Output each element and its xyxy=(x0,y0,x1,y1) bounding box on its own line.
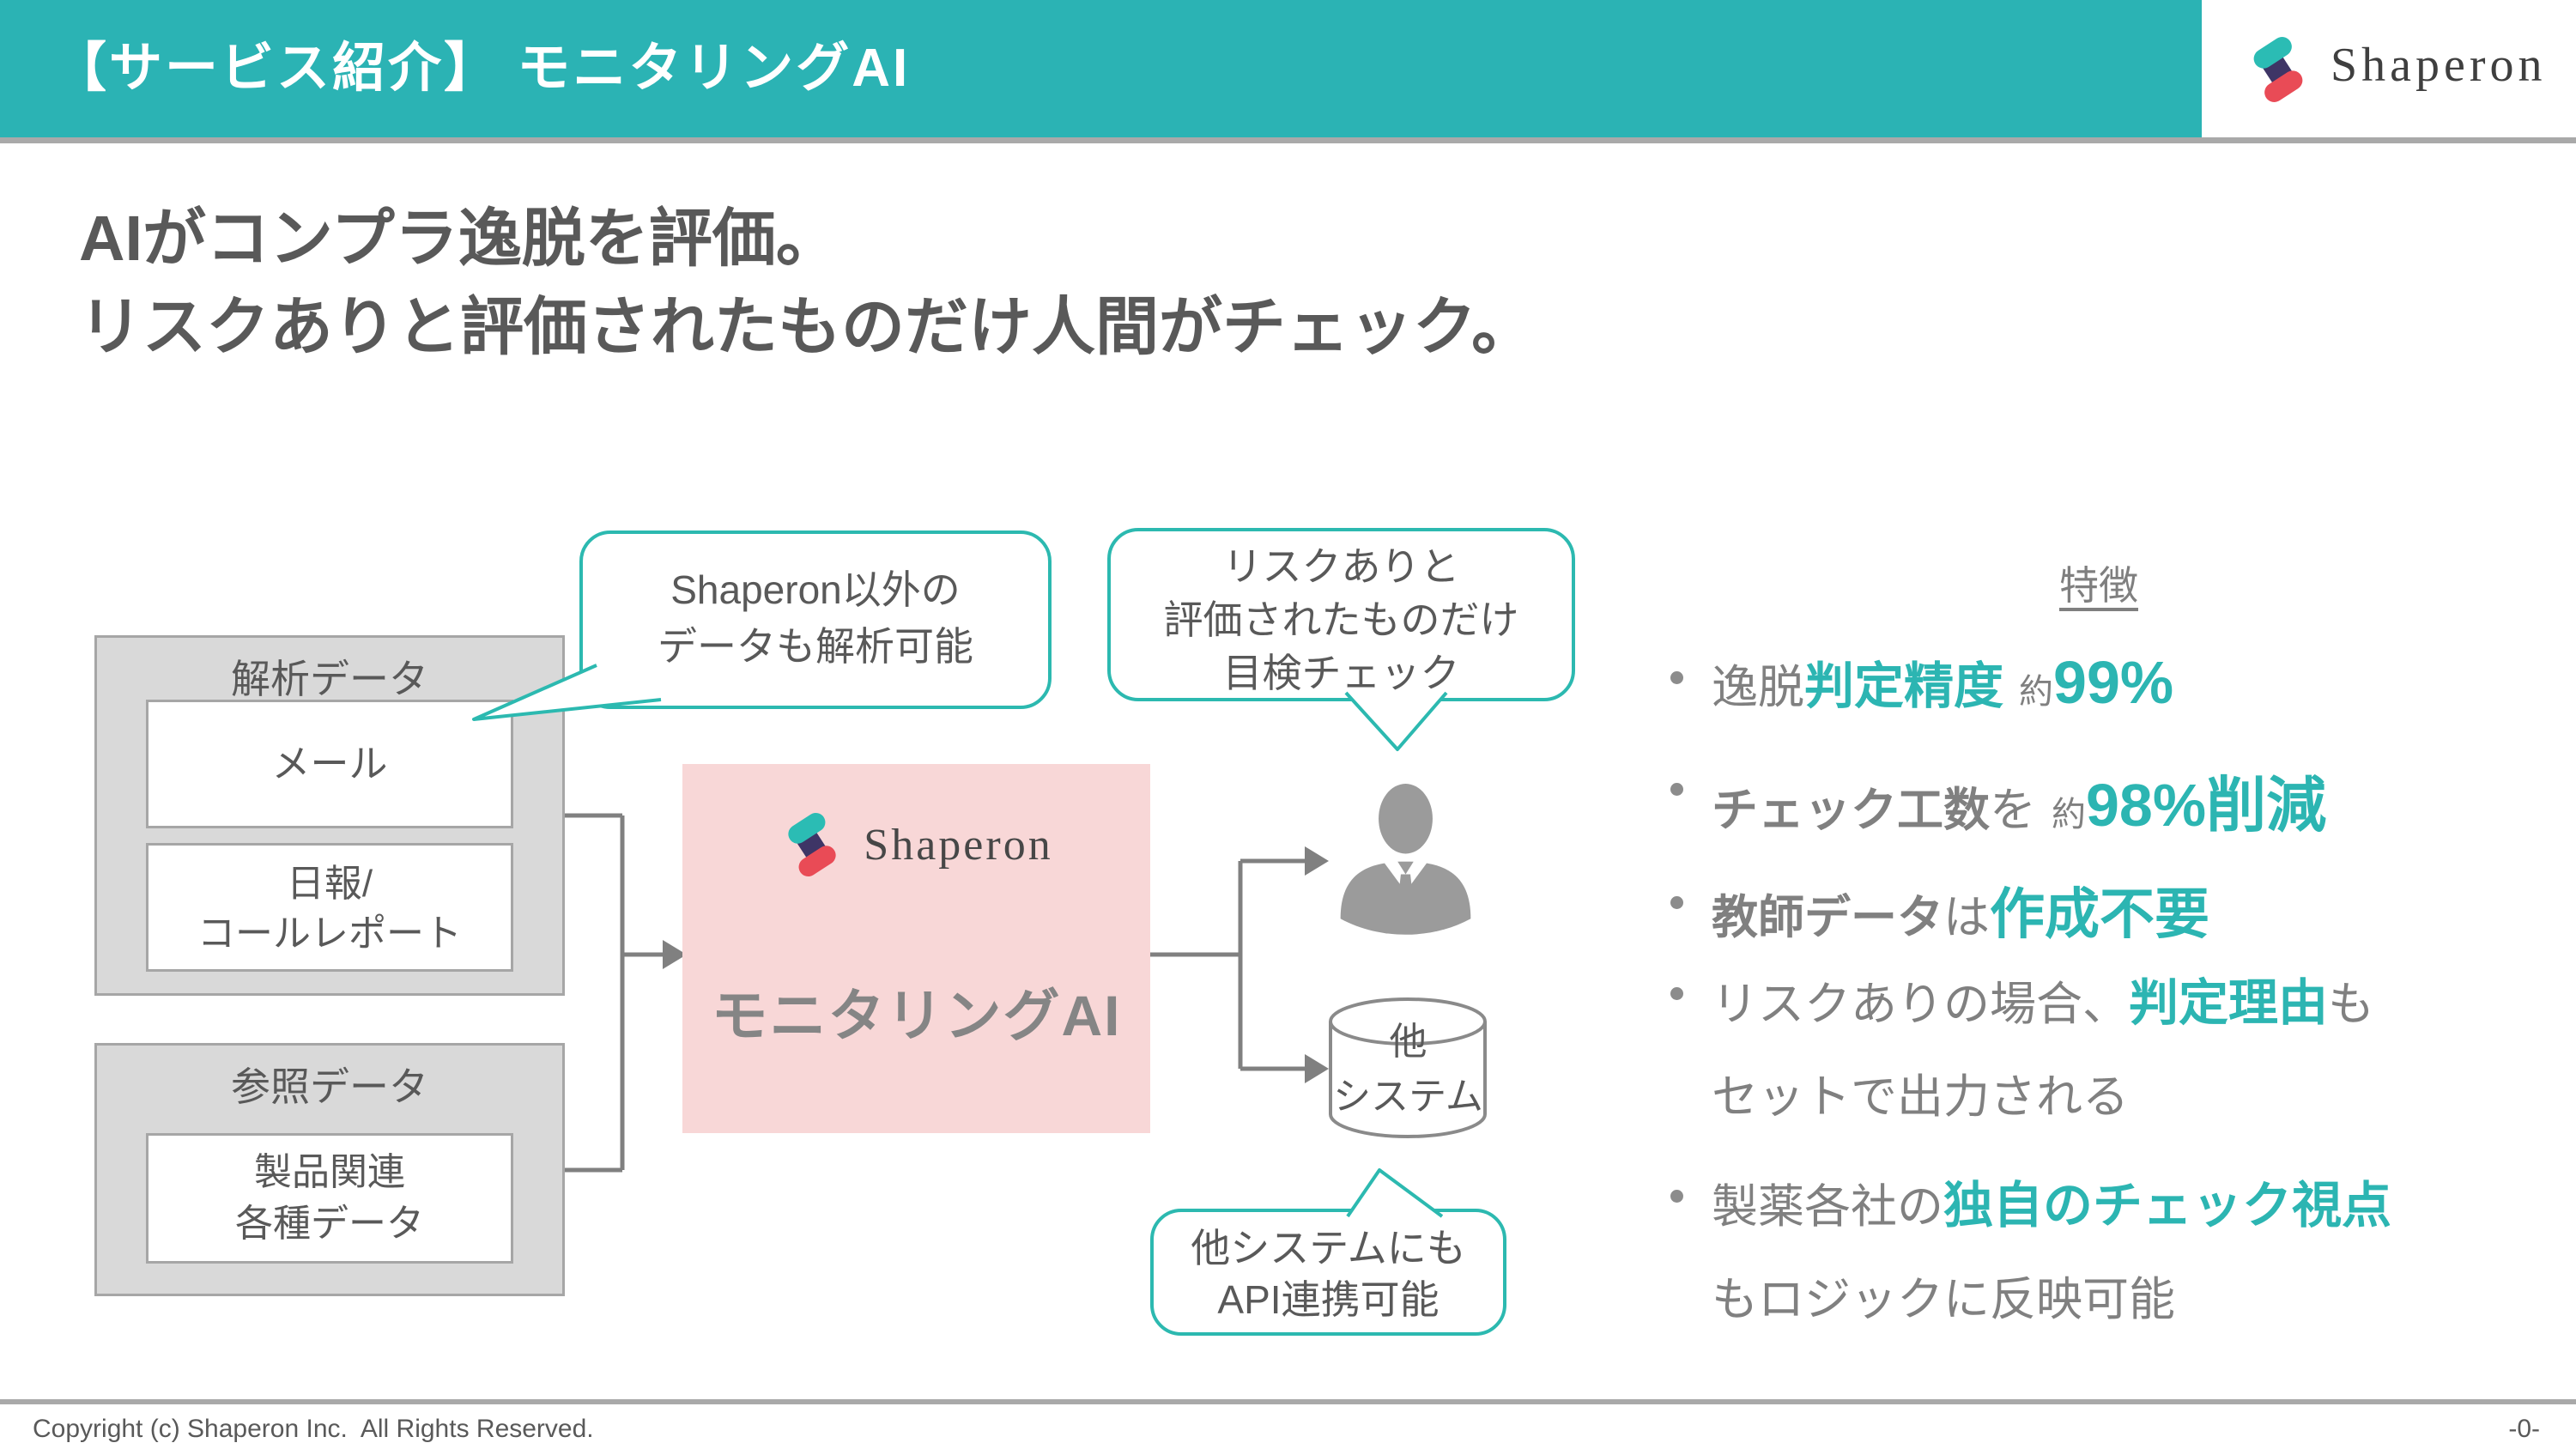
header-logo-area: Shaperon xyxy=(2202,0,2576,137)
shaperon-logo-text: Shaperon xyxy=(2331,39,2547,92)
monitoring-ai-label: モニタリングAI xyxy=(711,984,1122,1047)
header-divider xyxy=(0,137,2576,143)
slide-header-title: 【サービス紹介】 モニタリングAI xyxy=(53,39,911,98)
analysis-item-report: 日報/ コールレポート xyxy=(146,843,513,972)
feature-judgment-reason: リスクありの場合、判定理由も セットで出力される xyxy=(1665,958,2575,1143)
header-bar: 【サービス紹介】 モニタリングAI xyxy=(0,0,2202,137)
bubble-risk-tail xyxy=(1344,691,1448,751)
page-number: -0- xyxy=(2508,1415,2540,1443)
bubble-api-tail xyxy=(1346,1168,1444,1218)
features-title: 特徴 xyxy=(2059,563,2138,608)
shaperon-logo-icon xyxy=(788,812,836,877)
bubble-risk: リスクありと 評価されたものだけ 目検チェック xyxy=(1107,528,1575,701)
bullet-dot xyxy=(1670,987,1683,1000)
bullet-dot xyxy=(1670,783,1683,796)
analysis-data-box: 解析データ メール 日報/ コールレポート xyxy=(94,635,565,996)
reference-data-box: 参照データ 製品関連 各種データ xyxy=(94,1043,565,1296)
analysis-item-mail: メール xyxy=(146,700,513,828)
ai-box-logo: Shaperon xyxy=(682,798,1150,891)
reference-data-title: 参照データ xyxy=(231,1064,428,1109)
shaperon-logo-icon xyxy=(2253,37,2303,102)
database-cylinder-icon xyxy=(1329,997,1487,1138)
reference-item-product: 製品関連 各種データ xyxy=(146,1133,513,1264)
monitoring-ai-box: Shaperon モニタリングAI xyxy=(682,764,1150,1133)
page-title-line1: AIがコンプラ逸脱を評価。 xyxy=(79,203,839,274)
bullet-dot xyxy=(1670,671,1683,684)
analysis-data-title: 解析データ xyxy=(231,657,428,701)
page-title: AIがコンプラ逸脱を評価。 リスクありと評価されたものだけ人間がチェック。 xyxy=(79,194,1535,371)
person-icon xyxy=(1340,784,1471,935)
bubble-api: 他システムにも API連携可能 xyxy=(1150,1209,1506,1336)
feature-custom-check: 製薬各社の独自のチェック視点 もロジックに反映可能 xyxy=(1665,1161,2575,1346)
ai-box-logo-text: Shaperon xyxy=(864,820,1053,870)
bullet-dot xyxy=(1670,1190,1683,1203)
bubble-analysis: Shaperon以外の データも解析可能 xyxy=(579,530,1052,709)
footer-divider xyxy=(0,1399,2576,1404)
copyright-text: Copyright (c) Shaperon Inc. All Rights R… xyxy=(33,1415,594,1443)
feature-training-data: 教師データは作成不要 xyxy=(1665,870,2575,949)
page-title-line2: リスクありと評価されたものだけ人間がチェック。 xyxy=(79,291,1536,362)
bullet-dot xyxy=(1670,896,1683,909)
other-system-label: 他 システム xyxy=(1333,1021,1483,1118)
bubble-analysis-tail xyxy=(472,664,662,721)
